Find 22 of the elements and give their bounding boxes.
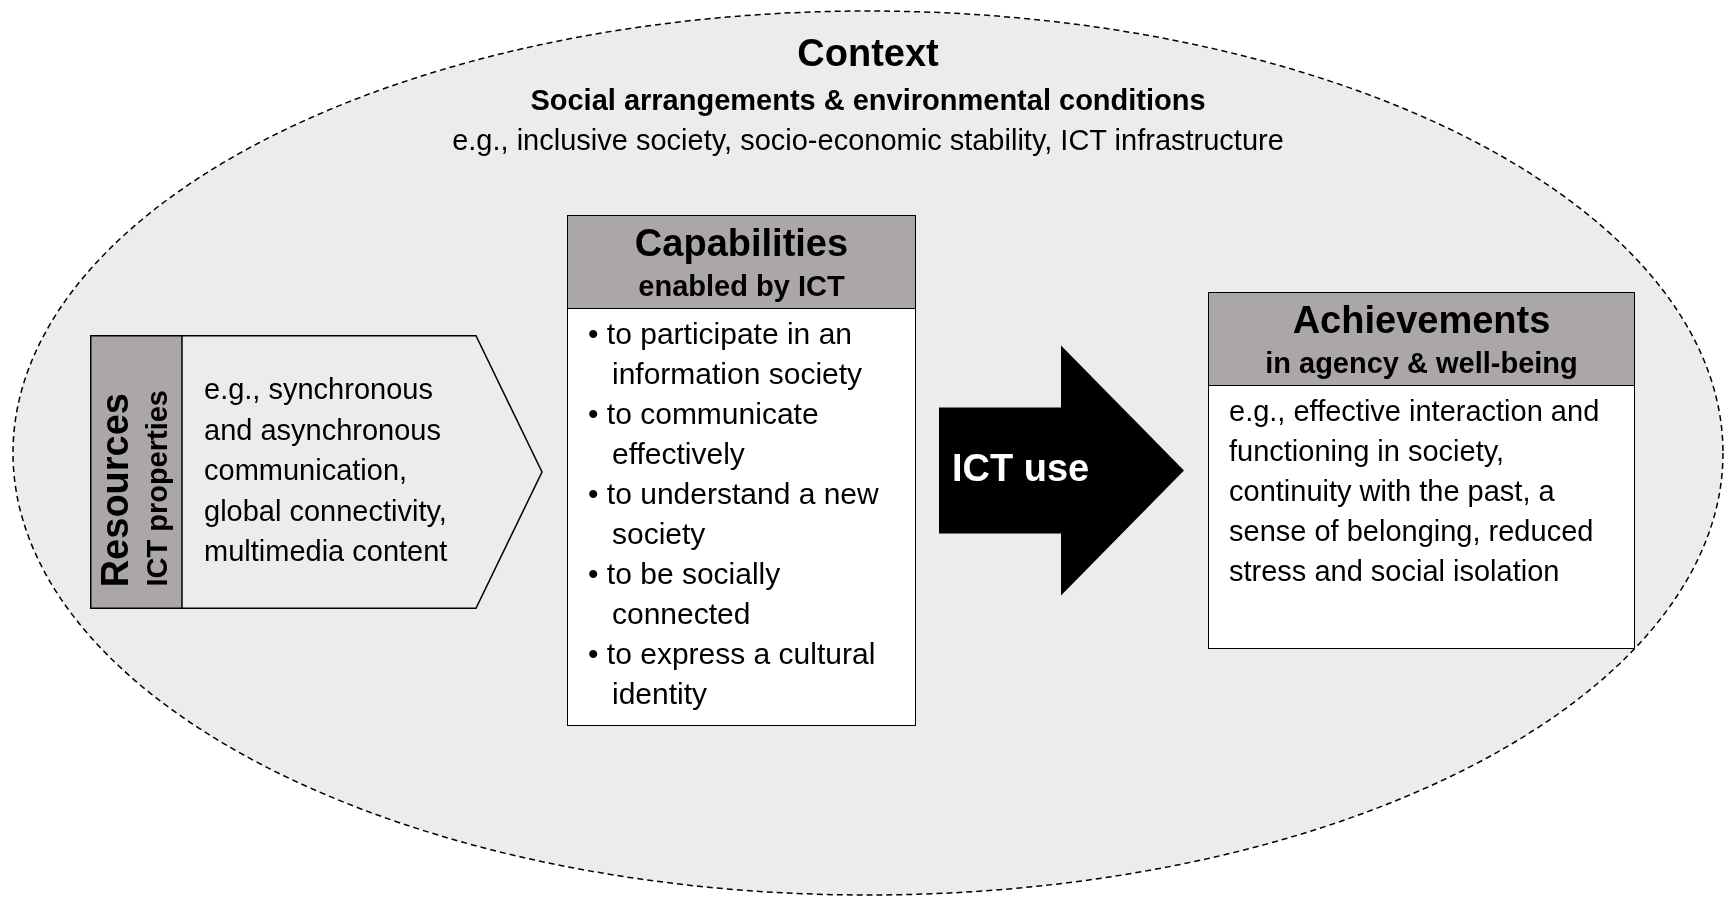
list-item: • to participate in an information society — [588, 316, 864, 392]
content-box — [567, 215, 916, 726]
context-ellipse — [12, 10, 1724, 896]
subtitle: Social arrangements & environmental conditions — [530, 84, 1206, 117]
list-item: • to be socially connected — [588, 556, 782, 632]
title-heading: Context — [797, 32, 939, 75]
vertical-subheading: ICT properties — [140, 390, 174, 587]
box-heading: Capabilities — [633, 221, 850, 266]
box-subheading: enabled by ICT — [637, 269, 846, 304]
box-heading: Achievements — [1291, 298, 1552, 343]
edge-label: ICT use — [952, 446, 1090, 490]
block-arrow — [939, 345, 1184, 596]
list-item: • to express a cultural identity — [588, 636, 877, 712]
vertical-heading: Resources — [94, 392, 136, 587]
list-item: • to understand a new society — [588, 476, 880, 552]
example-text: e.g., synchronous and asynchronous communication, global connectivity, multimedia content — [204, 372, 449, 569]
content-box — [1208, 292, 1635, 649]
resource-arrow-box — [90, 335, 543, 609]
box-subheading: in agency & well-being — [1264, 346, 1579, 381]
list-item: • to communicate effectively — [588, 396, 820, 472]
example-text: e.g., effective interaction and functioning in society, continuity with the past, a sense of belonging, reduced stress and social isolation — [1229, 394, 1601, 589]
example-text: e.g., inclusive society, socio-economic stability, ICT infrastructure — [452, 124, 1284, 157]
